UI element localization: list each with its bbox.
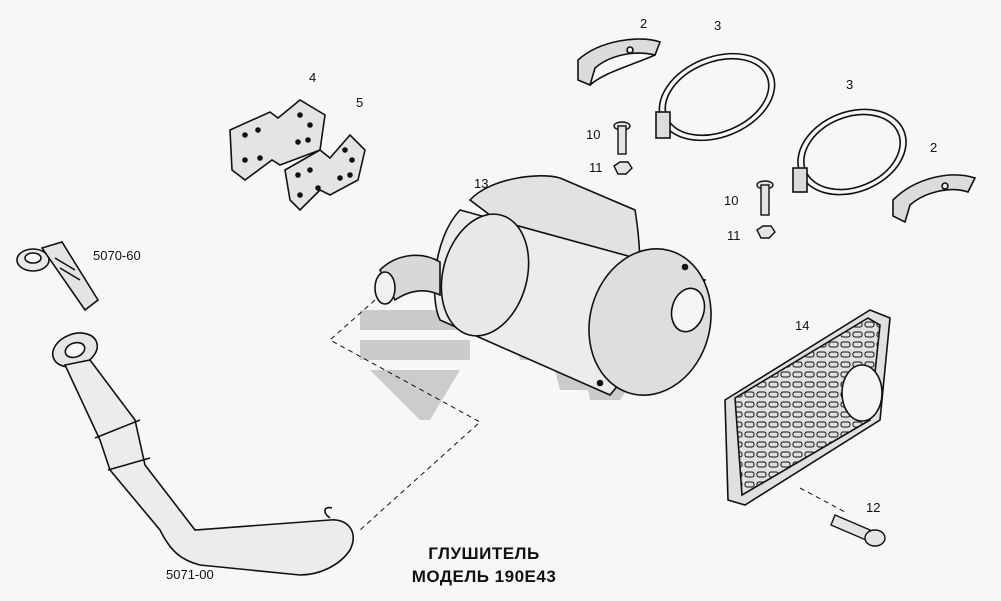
gasket-part-5 xyxy=(284,133,366,212)
band-clamp-part-3-right xyxy=(792,108,907,196)
callout-10-mid: 10 xyxy=(724,193,739,208)
callout-11-mid: 11 xyxy=(727,228,741,243)
callout-5070-60: 5070-60 xyxy=(93,248,141,263)
bracket-part-2-right xyxy=(892,174,977,224)
callout-11-top: 11 xyxy=(589,160,603,175)
dashed-leader-lines xyxy=(329,299,846,531)
callout-2-right: 2 xyxy=(930,140,938,155)
callout-13: 13 xyxy=(474,176,489,191)
clamp-part-5070-60 xyxy=(16,241,100,312)
callout-4: 4 xyxy=(309,70,317,85)
exhaust-pipe-5071-00 xyxy=(51,332,354,576)
bolt-part-12 xyxy=(830,514,886,547)
callout-14: 14 xyxy=(795,318,810,333)
diagram-subtitle: МОДЕЛЬ 190Е43 xyxy=(411,567,557,586)
callout-5071-00: 5071-00 xyxy=(166,567,214,582)
callout-12: 12 xyxy=(866,500,881,515)
callout-3-top: 3 xyxy=(714,18,722,33)
band-clamp-part-3-top xyxy=(655,52,776,142)
bolt-part-10-mid xyxy=(756,180,774,216)
nut-part-11-mid xyxy=(756,225,776,239)
muffler-part-13 xyxy=(374,175,712,396)
callout-5: 5 xyxy=(356,95,364,110)
heat-shield-part-14 xyxy=(724,309,891,506)
diagram-title: ГЛУШИТЕЛЬ xyxy=(428,544,540,563)
callout-10-top: 10 xyxy=(586,127,601,142)
nut-part-11-top xyxy=(613,161,633,175)
callout-2-top: 2 xyxy=(640,16,648,31)
bolt-part-10-top xyxy=(613,121,631,155)
bracket-part-2-top xyxy=(577,38,662,87)
callout-3-right: 3 xyxy=(846,77,854,92)
